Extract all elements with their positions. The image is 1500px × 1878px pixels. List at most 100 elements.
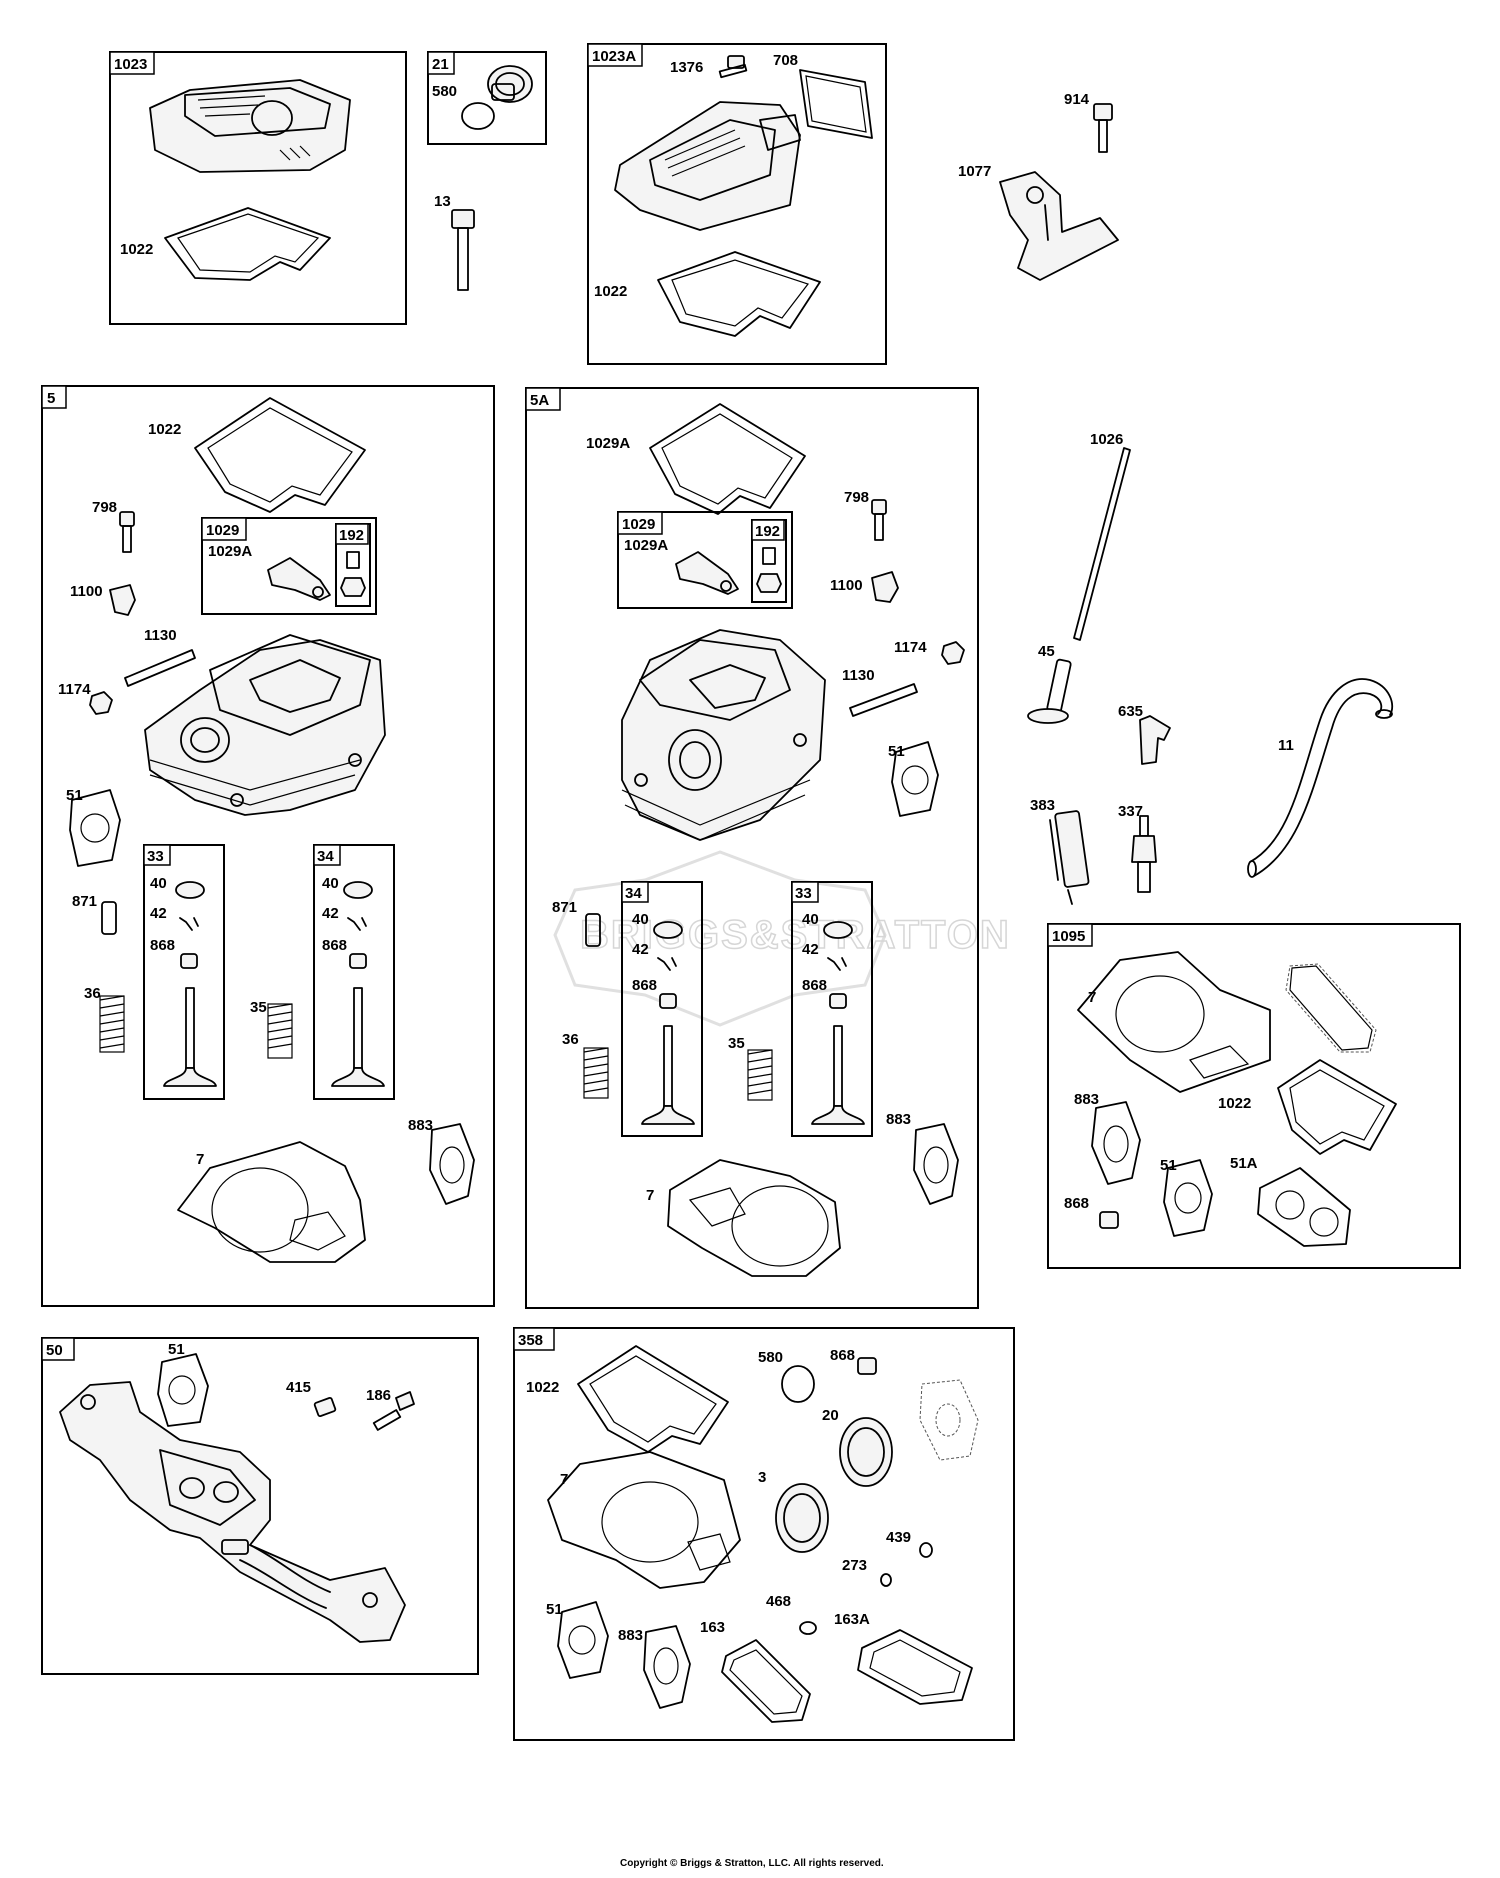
sleeve-871-part[interactable] [101,901,117,935]
valve-34-part[interactable] [641,1025,695,1125]
label-51a: 51A [1230,1155,1258,1172]
valve-cover-part[interactable] [149,79,351,173]
tappet-45-part[interactable] [1027,658,1072,724]
stud-1130-part[interactable] [124,649,196,687]
group-21: 21 580 [427,51,547,145]
bolt-798-5a-part[interactable] [871,499,887,541]
label-415: 415 [286,1379,311,1396]
rocker-arm-1029a-part[interactable] [267,557,331,601]
retainer-40-part[interactable] [343,881,373,899]
tube-11-part[interactable] [1247,678,1394,878]
boot-635-part[interactable] [1139,715,1171,765]
gasket-883-1095-part[interactable] [1091,1101,1141,1185]
gasket-1022-5-part[interactable] [194,397,366,513]
label-1022: 1022 [1218,1095,1251,1112]
label-871: 871 [552,899,577,916]
gasket-51-5-part[interactable] [69,789,121,867]
gasket-708-part[interactable] [799,69,873,139]
spring-36-5a-part[interactable] [583,1047,609,1099]
stud-1130-5a-part[interactable] [849,683,918,717]
keeper-42-part[interactable] [347,917,367,931]
valve-34-part[interactable] [331,987,385,1087]
fitting-415-part[interactable] [313,1397,337,1417]
seal-868-1095-part[interactable] [1099,1211,1119,1229]
o-ring-439-part[interactable] [919,1542,933,1558]
gasket-883-5a-part[interactable] [913,1123,959,1205]
seal-20-part[interactable] [839,1417,893,1487]
seal-868-358-part[interactable] [857,1357,877,1375]
retainer-40-part[interactable] [653,921,683,939]
head-gasket-7-5a-part[interactable] [667,1159,841,1277]
gasket-883-358-part[interactable] [643,1625,691,1709]
spark-plug-337-part[interactable] [1131,815,1157,893]
keeper-42-part[interactable] [657,957,677,971]
valve-cover-1023a-part[interactable] [614,101,801,231]
keeper-42-part[interactable] [179,917,199,931]
pushrod-1026-part[interactable] [1073,447,1131,641]
gasket-358-dashed-part[interactable] [919,1379,979,1461]
bolt-13-part[interactable] [451,209,475,291]
retainer-40-part[interactable] [175,881,205,899]
nut-1174-5a-part[interactable] [941,641,965,665]
gasket-1022-5a-part[interactable] [649,403,806,515]
head-gasket-7-358-part[interactable] [547,1451,741,1589]
o-ring-580-358-part[interactable] [781,1365,815,1403]
gasket-1095-a-part[interactable] [1285,963,1377,1053]
spring-36-part[interactable] [99,995,125,1053]
gasket-1022-part[interactable] [164,207,331,281]
gasket-163-part[interactable] [721,1639,811,1723]
gasket-883-5-part[interactable] [429,1123,475,1205]
label-273: 273 [842,1557,867,1574]
cylinder-head-5-part[interactable] [144,634,386,816]
spacer-192-part[interactable] [756,547,782,593]
label-1026: 1026 [1090,431,1123,448]
head-gasket-7-5-part[interactable] [177,1141,366,1263]
seal-868-part[interactable] [180,953,198,969]
sensor-383-part[interactable] [1049,810,1090,905]
cylinder-head-5a-part[interactable] [621,629,826,841]
gasket-7-1095-part[interactable] [1077,951,1271,1093]
oil-fill-cap-part[interactable] [487,65,533,103]
bracket-1077-part[interactable] [999,171,1119,281]
group-1023a-tag: 1023A [592,48,636,65]
bolt-914-part[interactable] [1093,103,1113,153]
rocker-arm-1029a-part[interactable] [675,551,739,595]
gasket-1022-358-part[interactable] [577,1345,729,1453]
retainer-40-part[interactable] [823,921,853,939]
subgroup-1029-frame [201,517,377,615]
sleeve-871-5a-part[interactable] [585,913,601,947]
seal-868-part[interactable] [659,993,677,1009]
valve-33-part[interactable] [811,1025,865,1125]
keeper-42-part[interactable] [827,957,847,971]
seal-868-part[interactable] [349,953,367,969]
bolt-798-part[interactable] [119,511,135,553]
gasket-1022-1095-part[interactable] [1277,1059,1397,1155]
guide-1100-5a-part[interactable] [871,571,899,603]
label-45: 45 [1038,643,1055,660]
gasket-51a-1095-part[interactable] [1257,1167,1351,1247]
gasket-163a-part[interactable] [857,1629,973,1705]
gasket-51-1095-part[interactable] [1163,1159,1213,1237]
valve-33-part[interactable] [163,987,217,1087]
gasket-51-50-part[interactable] [157,1353,209,1427]
spring-35-5a-part[interactable] [747,1049,773,1101]
guide-1100-part[interactable] [109,584,136,616]
group-358-tag: 358 [518,1332,543,1349]
spacer-192-part[interactable] [340,551,366,597]
nut-1174-part[interactable] [89,691,113,715]
gasket-51-358-part[interactable] [557,1601,609,1679]
o-ring-580-part[interactable] [461,102,495,130]
seal-868-part[interactable] [829,993,847,1009]
bolt-1376-part[interactable] [718,55,748,79]
label-708: 708 [773,52,798,69]
intake-manifold-50-part[interactable] [59,1381,406,1643]
label-1029a: 1029A [624,537,668,554]
fitting-186-part[interactable] [372,1391,415,1431]
seal-3-part[interactable] [775,1483,829,1553]
o-ring-273-part[interactable] [880,1573,892,1587]
spring-35-part[interactable] [267,1003,293,1059]
subgroup-34-frame [621,881,703,1137]
o-ring-468-part[interactable] [799,1621,817,1635]
gasket-1022-1023a-part[interactable] [657,251,821,337]
gasket-51-5a-part[interactable] [891,741,939,817]
